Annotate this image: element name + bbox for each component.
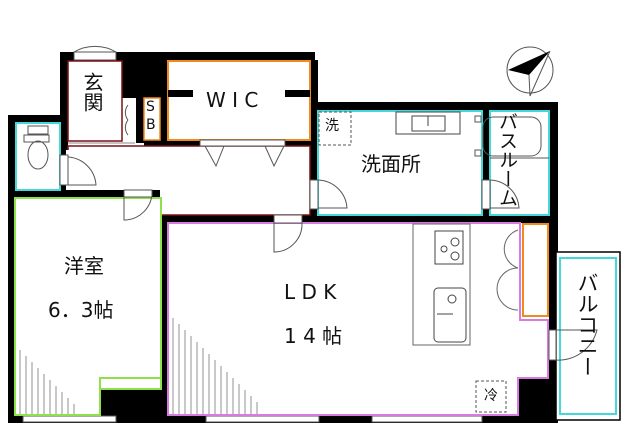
washer-space <box>318 111 352 146</box>
washer-label: 洗 <box>325 118 339 134</box>
bathroom-label: バスルーム <box>496 112 518 207</box>
washroom-label: 洗面所 <box>361 152 421 176</box>
bathtub-icon <box>474 115 549 159</box>
compass-north-arrow-icon <box>506 46 554 97</box>
walk-in-closet <box>167 60 311 141</box>
door-swing-icon <box>59 45 598 361</box>
floor-hatching <box>19 318 258 414</box>
washroom <box>317 110 483 216</box>
fridge-label: 冷 <box>484 388 498 404</box>
shoe-box-label-s: S <box>146 99 155 115</box>
storage-closet <box>522 223 549 317</box>
shoe-box-label-b: B <box>146 117 156 133</box>
toilet-room <box>15 122 61 191</box>
windows <box>22 51 483 423</box>
entrance-room <box>67 60 123 142</box>
shoe-box <box>143 97 161 141</box>
ldk-label: L D K <box>284 280 337 304</box>
ldk-size: 1 4 帖 <box>284 324 343 348</box>
kitchen-counter <box>412 223 471 346</box>
entrance-label: 玄関 <box>80 72 104 112</box>
ldk-room <box>167 222 549 416</box>
balcony-label: バルコニー <box>575 272 599 377</box>
wash-basin-icon <box>395 111 461 135</box>
bathroom <box>489 110 550 216</box>
kitchen-sink-icon <box>433 287 467 343</box>
fridge-space <box>475 380 507 413</box>
western-room-size: 6．3帖 <box>48 298 114 322</box>
western-room-label: 洋室 <box>64 254 104 278</box>
toilet-icon <box>23 125 50 170</box>
stove-icon <box>434 230 464 265</box>
wic-label: W I C <box>206 88 259 112</box>
balcony <box>555 251 621 421</box>
